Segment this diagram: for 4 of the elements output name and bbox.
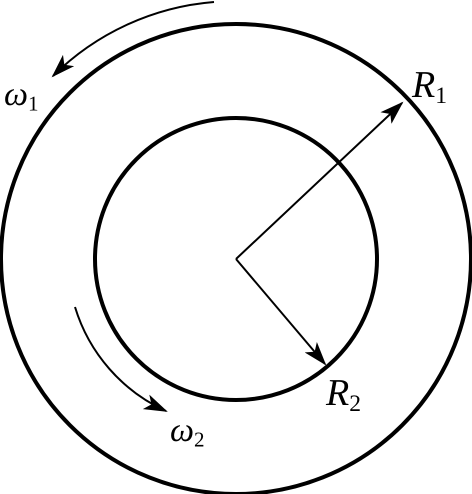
variable-label: R$_{1}$: [412, 66, 447, 108]
variable-label: R$_{2}$: [326, 374, 361, 416]
variable-label: ω$_{2}$: [170, 414, 205, 450]
variable-label: ω$_{1}$: [4, 78, 39, 114]
